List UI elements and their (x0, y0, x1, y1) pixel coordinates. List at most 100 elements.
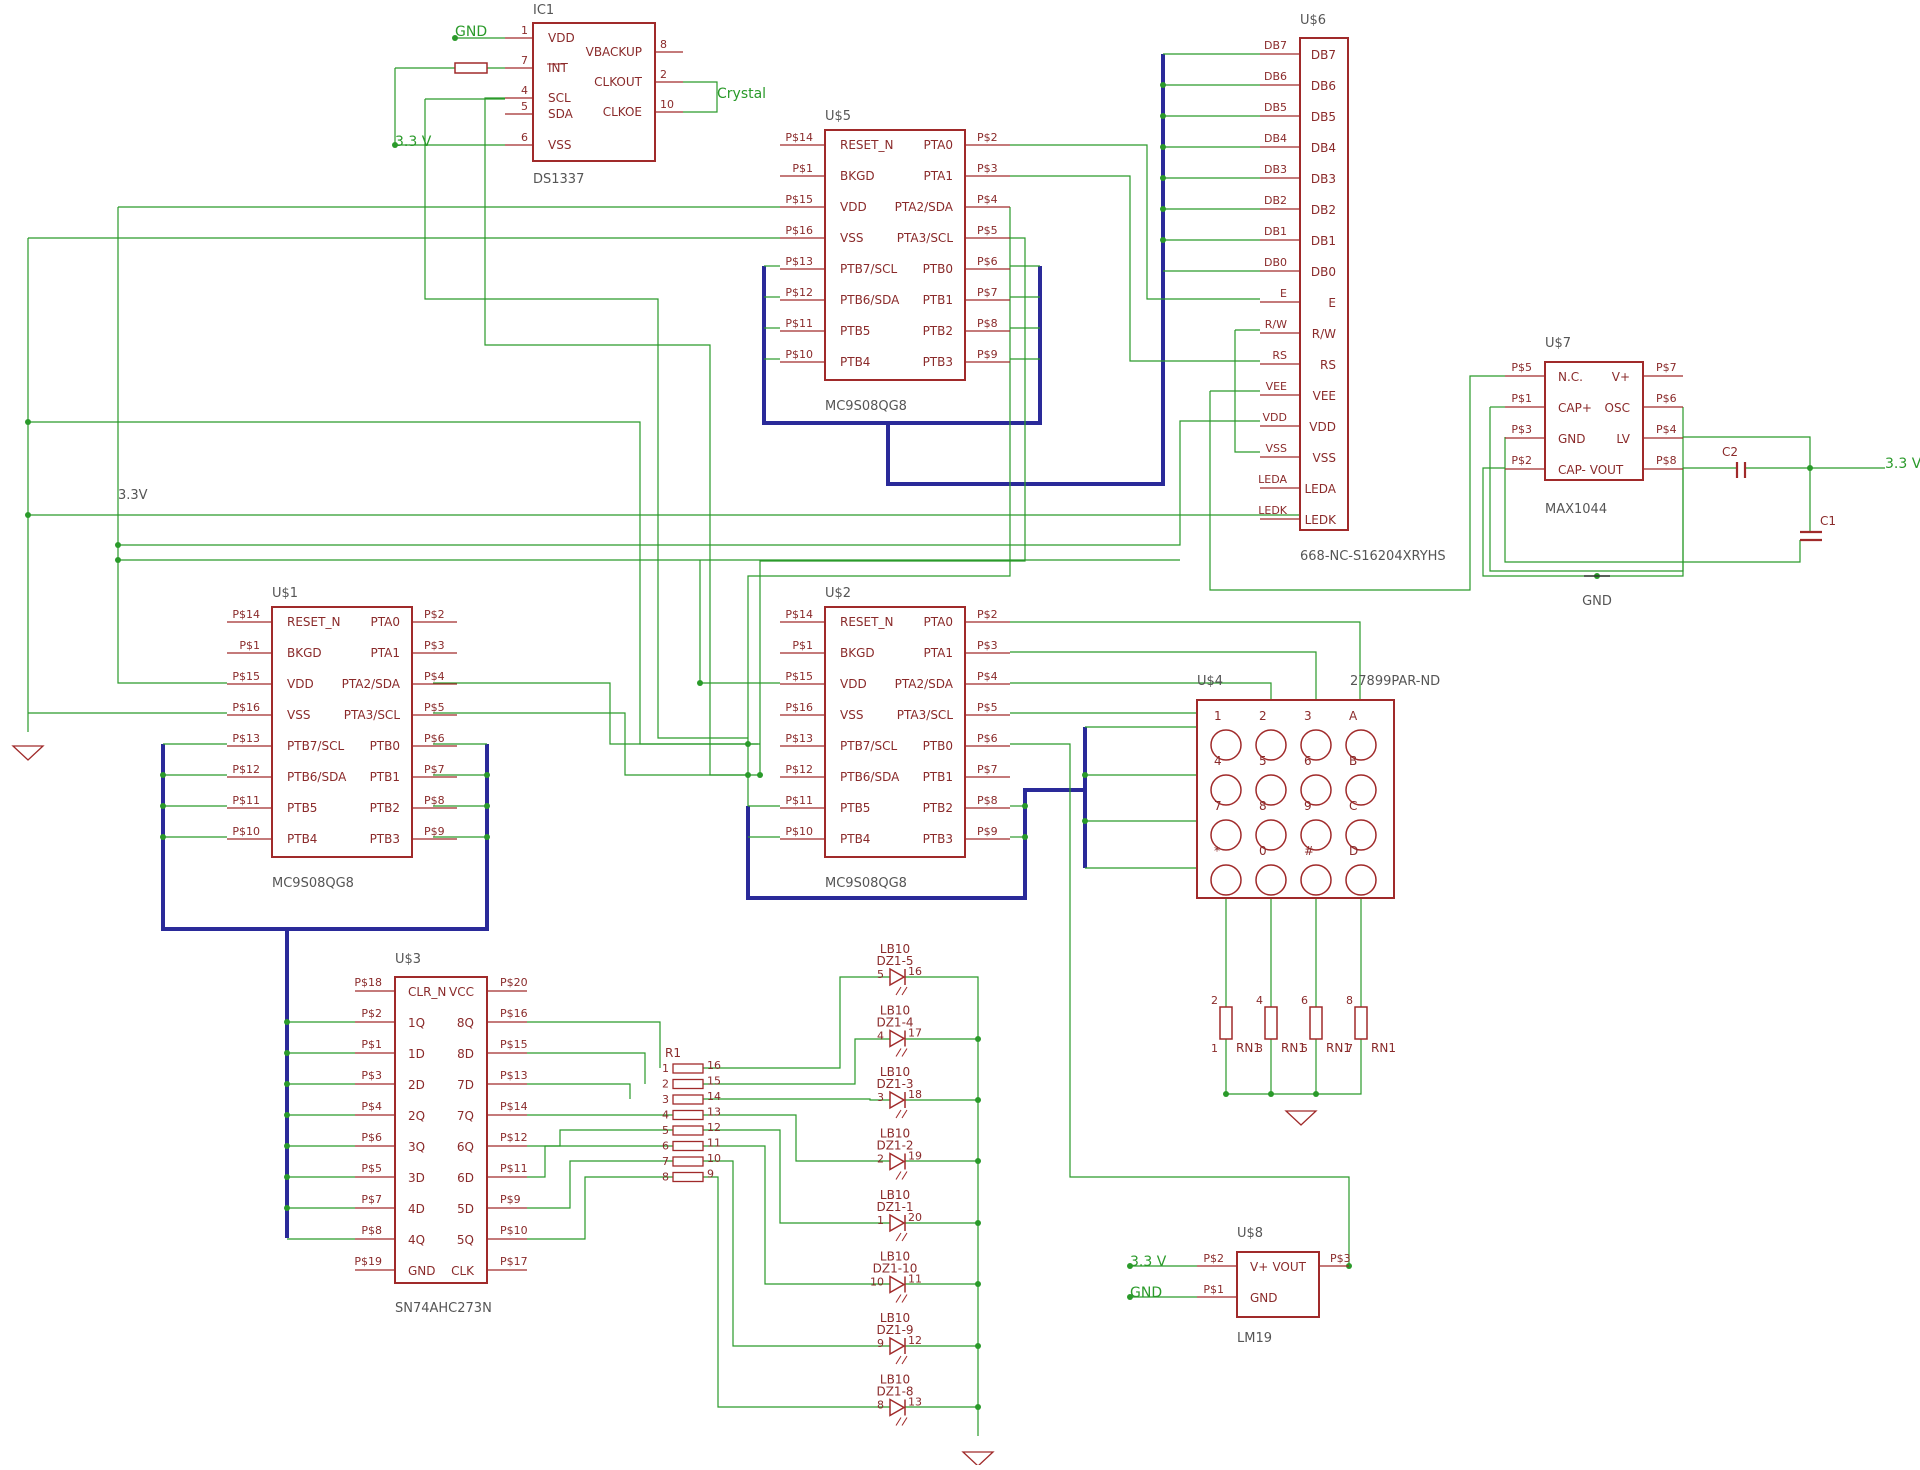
pin-label: PTA1 (924, 646, 953, 660)
wire (1504, 437, 1801, 563)
pin-label: PTA2/SDA (895, 200, 954, 214)
pin-label: PTB4 (840, 355, 870, 369)
wire (28, 421, 760, 745)
pin-pad: P$8 (977, 794, 998, 807)
led-diode (889, 1213, 906, 1233)
pin-label: VDD (1309, 420, 1336, 434)
pin-label: PTA0 (371, 615, 400, 629)
pin-number: 2 (660, 68, 667, 81)
led-pin: 3 (877, 1091, 884, 1104)
led-name: DZ1-10 (873, 1262, 918, 1276)
pin-pad: P$7 (424, 763, 445, 776)
pin-pad: P$20 (500, 976, 528, 989)
pin-pad: P$10 (232, 825, 260, 838)
pin-pad: P$8 (424, 794, 445, 807)
key-label: A (1349, 709, 1358, 723)
junction-dot (284, 1205, 290, 1211)
pin-number: 1 (521, 24, 528, 37)
rn1-label: RN1 (1371, 1041, 1396, 1055)
wire (703, 1145, 890, 1285)
key-label: 9 (1304, 799, 1312, 813)
junction-dot (115, 542, 121, 548)
r1-pin: 12 (707, 1121, 721, 1134)
pin-label: 2D (408, 1078, 425, 1092)
pin-pad: P$19 (354, 1255, 382, 1268)
pin-pad: VSS (1266, 442, 1288, 455)
pin-pad: P$13 (500, 1069, 528, 1082)
pin-label: VDD (840, 677, 867, 691)
led-ray (901, 1048, 908, 1057)
pin-label: PTB0 (923, 262, 953, 276)
pin-pad: P$1 (792, 639, 813, 652)
pin-label: PTB0 (923, 739, 953, 753)
junction-dot (392, 142, 398, 148)
pin-label: PTB2 (370, 801, 400, 815)
wire (527, 1145, 673, 1178)
wire (527, 1083, 631, 1099)
pin-pad: DB3 (1264, 163, 1287, 176)
pin-pad: P$16 (785, 701, 813, 714)
led-pin: 13 (908, 1396, 922, 1409)
u4-body (1196, 699, 1395, 899)
pin-label: PTB4 (840, 832, 870, 846)
junction-dot (1082, 772, 1088, 778)
pin-pad: LEDK (1258, 504, 1288, 517)
rn1-label: RN1 (1281, 1041, 1306, 1055)
pin-label: 7D (457, 1078, 474, 1092)
wire (484, 114, 748, 776)
pin-pad: P$7 (977, 763, 998, 776)
pin-label: VSS (1313, 451, 1336, 465)
led-name: DZ1-4 (876, 1016, 913, 1030)
net-gnd: GND (1130, 1285, 1162, 1301)
pin-pad: P$3 (1511, 423, 1532, 436)
pin-label: RESET_N (840, 138, 893, 152)
pin-pad: P$7 (977, 286, 998, 299)
pin-pad: P$15 (232, 670, 260, 683)
pin-label: 1Q (408, 1016, 425, 1030)
wire (484, 97, 505, 114)
ground-symbol (961, 1451, 995, 1467)
key-label: 3 (1304, 709, 1312, 723)
pin-label: DB0 (1311, 265, 1336, 279)
pin-label: PTB6/SDA (840, 293, 900, 307)
pin-pad: P$7 (1656, 361, 1677, 374)
pin-pad: P$16 (500, 1007, 528, 1020)
pin-pad: R/W (1265, 318, 1287, 331)
led-ray (895, 1417, 902, 1426)
junction-dot (25, 512, 31, 518)
r1-resistor (672, 1094, 704, 1105)
key-button (1210, 819, 1242, 851)
junction-dot (1160, 82, 1166, 88)
led-name: DZ1-1 (876, 1200, 913, 1214)
r1-pin: 10 (707, 1152, 721, 1165)
wire (527, 1160, 673, 1209)
pin-pad: P$3 (424, 639, 445, 652)
pin-label: VSS (840, 708, 863, 722)
r1-pin: 11 (707, 1137, 721, 1150)
pin-label: 6Q (457, 1140, 474, 1154)
led-pin: 2 (877, 1153, 884, 1166)
pin-label: PTA2/SDA (895, 677, 954, 691)
pin-label: VOUT (1272, 1260, 1306, 1274)
pin-label: INT (548, 61, 569, 75)
pin-pad: P$5 (977, 701, 998, 714)
pin-label: DB6 (1311, 79, 1336, 93)
junction-dot (745, 772, 751, 778)
pin-pad: P$9 (424, 825, 445, 838)
pin-pad: P$9 (500, 1193, 521, 1206)
pin-label: PTB7/SCL (287, 739, 344, 753)
pin-label: DB7 (1311, 48, 1336, 62)
pin-pad: P$5 (361, 1162, 382, 1175)
u6-name: U$6 (1300, 13, 1326, 28)
key-button (1210, 729, 1242, 761)
c1-label: C1 (1820, 514, 1836, 528)
pin-pad: P$7 (361, 1193, 382, 1206)
pin-label: PTA2/SDA (342, 677, 401, 691)
net-3v3: 3.3 V (1885, 456, 1920, 472)
led-diode (889, 1398, 906, 1417)
junction-dot (1160, 237, 1166, 243)
led-ray (901, 1417, 908, 1426)
led-pin: 18 (908, 1088, 922, 1101)
labels-layer: U$5MC9S08QG8P$14RESET_NP$1BKGDP$15VDDP$1… (118, 3, 1920, 1412)
pin-pad: P$6 (977, 255, 998, 268)
